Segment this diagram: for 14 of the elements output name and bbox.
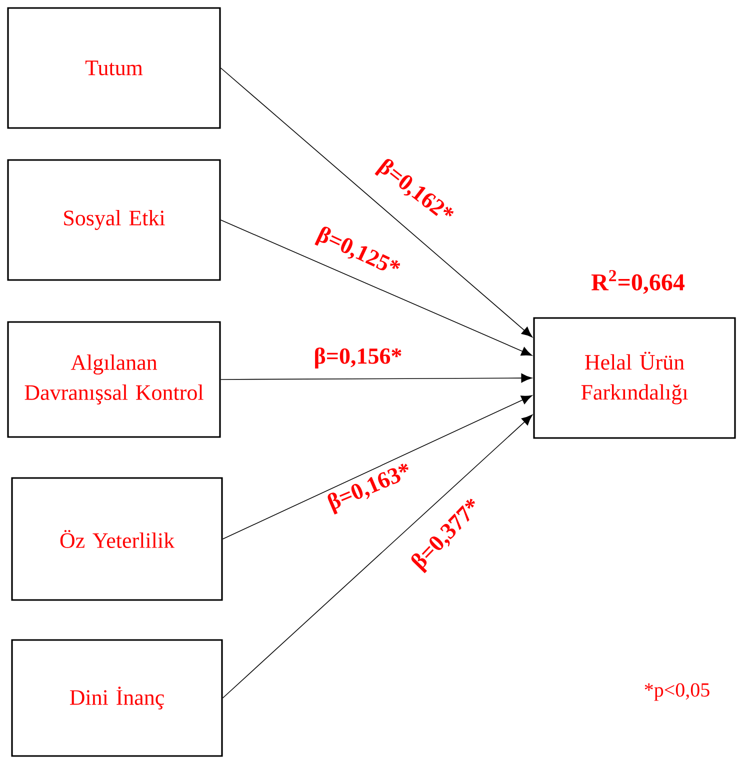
arrow xyxy=(222,414,532,698)
variable-box: Tutum xyxy=(7,7,221,129)
arrow xyxy=(222,395,532,540)
variable-box: Algılanan Davranışsal Kontrol xyxy=(7,321,221,438)
arrow xyxy=(220,220,532,356)
variable-box: Helal Ürün Farkındalığı xyxy=(533,317,736,439)
arrow xyxy=(220,373,532,383)
variable-box: Öz Yeterlilik xyxy=(11,477,223,601)
note: *p<0,05 xyxy=(644,683,710,701)
variable-box: Sosyal Etki xyxy=(7,159,221,281)
variable-box: Dini İnanç xyxy=(11,639,223,757)
r-squared-label: R$^{2}$=0,664 xyxy=(591,270,685,294)
arrow xyxy=(220,68,532,338)
edge-label: β=0,156* xyxy=(312,346,404,370)
